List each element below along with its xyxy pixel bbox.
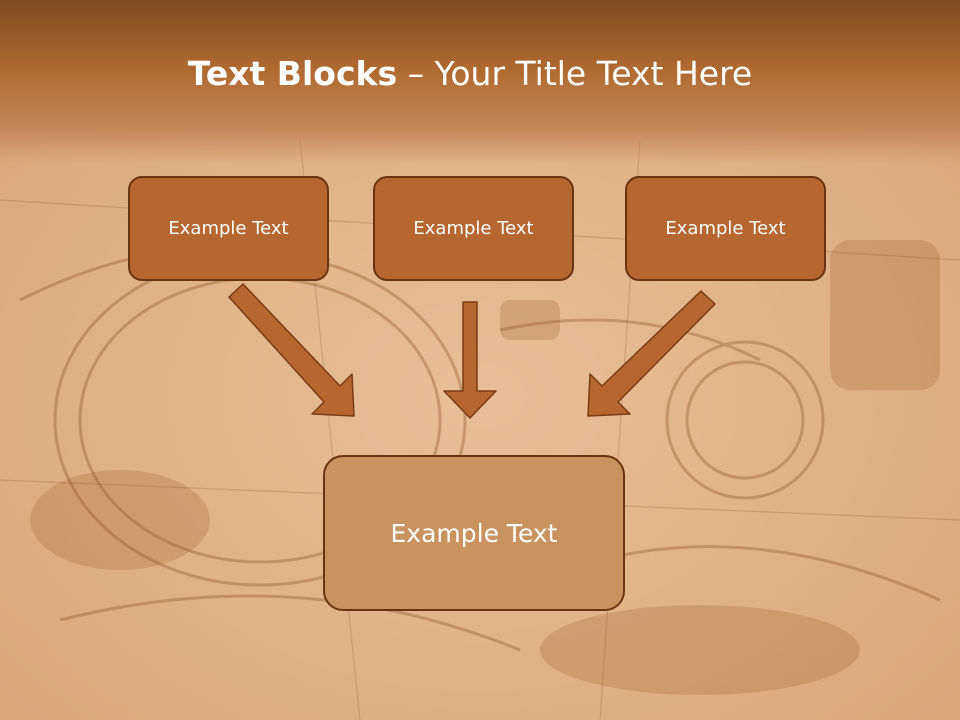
text-block-bottom[interactable]: Example Text — [323, 455, 625, 611]
text-block-bottom-label: Example Text — [390, 518, 558, 548]
text-block-left-label: Example Text — [168, 218, 289, 239]
text-block-center-label: Example Text — [413, 218, 534, 239]
text-block-center[interactable]: Example Text — [373, 176, 574, 281]
text-block-right[interactable]: Example Text — [625, 176, 826, 281]
title-separator: – — [397, 54, 435, 93]
text-block-right-label: Example Text — [665, 218, 786, 239]
title-bold-part: Text Blocks — [187, 54, 398, 93]
title-rest: Your Title Text Here — [434, 54, 753, 93]
text-block-left[interactable]: Example Text — [128, 176, 329, 281]
slide-title: Text Blocks – Your Title Text Here — [0, 52, 940, 96]
